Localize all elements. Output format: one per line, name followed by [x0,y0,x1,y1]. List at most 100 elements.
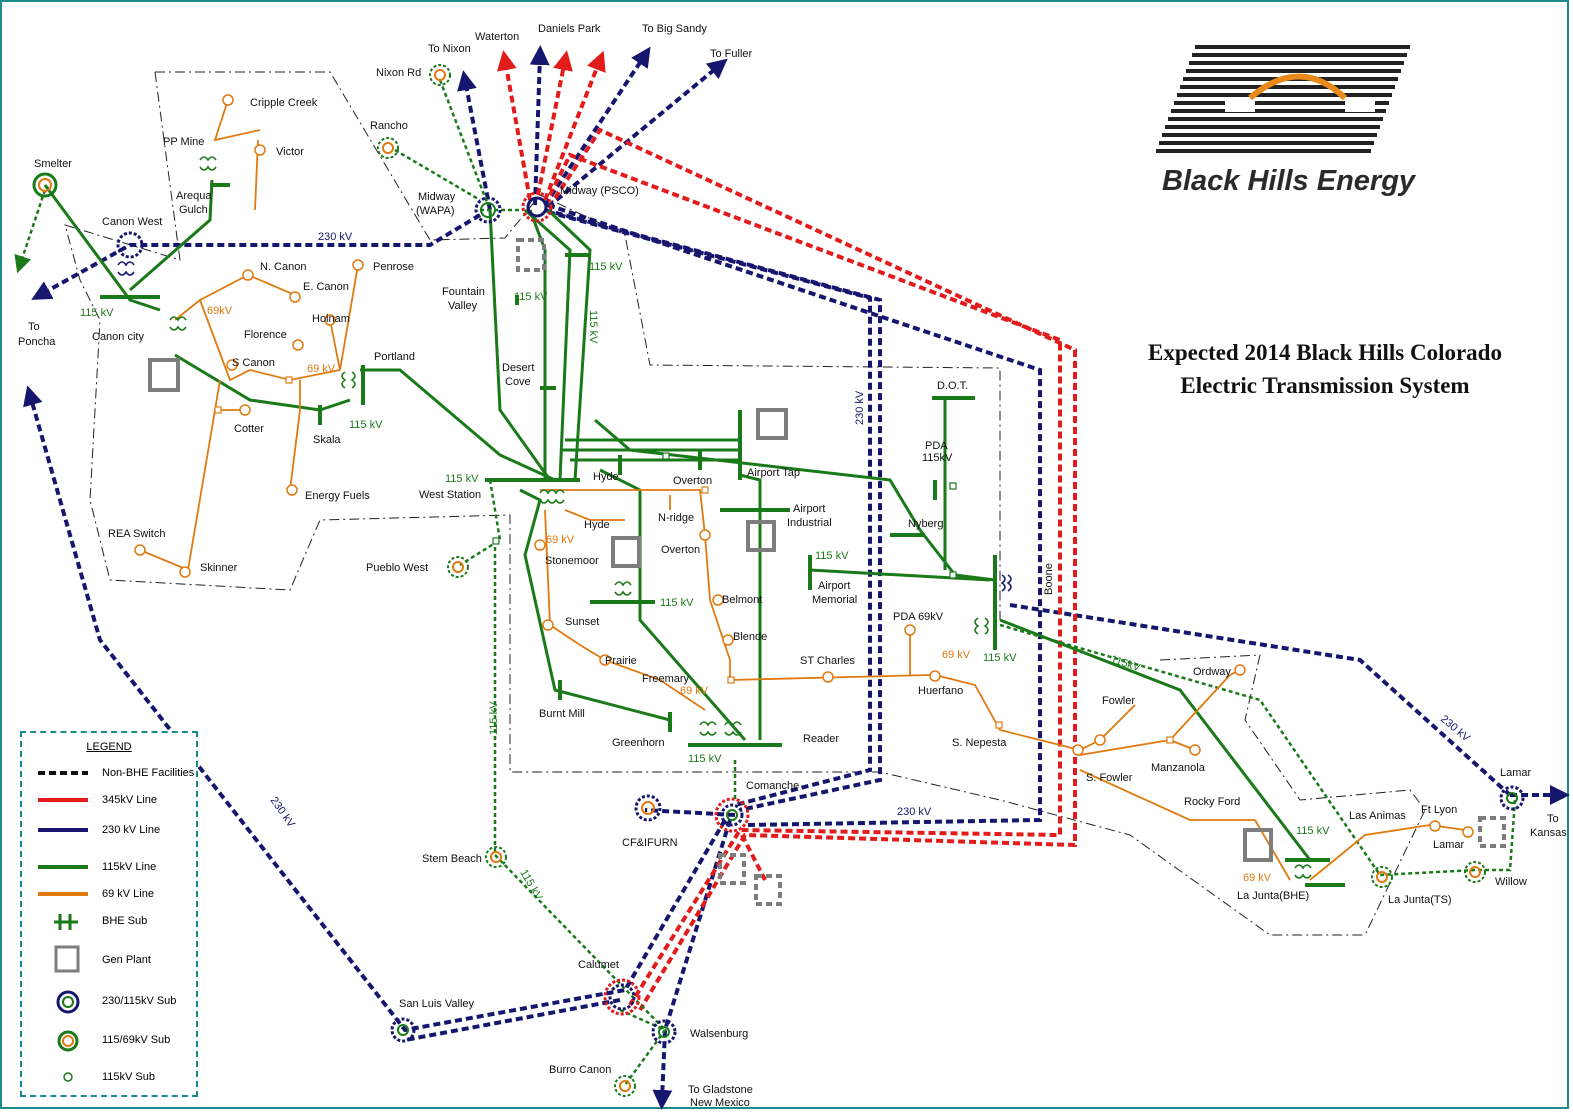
label-fountain-valley-2: Valley [448,300,478,312]
tag-115kv-vertical: 115 kV [587,310,599,344]
label-hyde-2: Hyde [584,519,610,531]
substation-labels: To Nixon Waterton Daniels Park To Big Sa… [18,23,1567,1109]
gen-plants [148,238,1506,906]
label-n-canon: N. Canon [260,261,306,273]
label-cf-ifurn: CF&IFURN [622,837,678,849]
gen-plant-airport-ind [746,520,776,552]
tag-115kv-ordway: 115kV [1109,653,1142,674]
tag-69kv-portland: 69 kV [307,363,336,375]
label-pueblo-west: Pueblo West [366,562,428,574]
label-airport-memorial-2: Memorial [812,594,857,606]
label-st-charles: ST Charles [800,655,855,667]
label-freemary: Freemary [642,673,690,685]
label-airport-industrial-2: Industrial [787,517,832,529]
legend-bhe-sub: BHE Sub [32,911,197,933]
label-to-gladstone: To Gladstone [688,1084,753,1096]
transformer-symbols [117,156,1312,879]
label-walsenburg: Walsenburg [690,1028,748,1040]
legend: LEGEND Non-BHE Facilities 345kV Line 230… [20,731,198,1097]
legend-gen-plant: Gen Plant [32,945,197,975]
label-pda-2: 115kV [922,452,953,464]
label-florence: Florence [244,329,287,341]
label-to-kansas-2: Kansas [1530,827,1567,839]
map-title: Expected 2014 Black Hills Colorado Elect… [1148,340,1502,398]
legend-label-non-bhe: Non-BHE Facilities [102,767,195,779]
legend-label-115-69-sub: 115/69kV Sub [102,1034,171,1046]
gen-plant-rocky-ford [1243,828,1273,862]
label-smelter: Smelter [34,158,72,170]
label-overton: Overton [673,475,712,487]
label-nyberg: Nyberg [908,518,943,530]
tag-230kv-comanche: 230 kV [897,806,932,818]
label-canon-west: Canon West [102,216,162,228]
label-to-fuller: To Fuller [710,48,753,60]
label-pda: PDA [925,440,948,452]
label-cotter: Cotter [234,423,264,435]
lines-115kv-non-bhe [14,79,1517,1086]
label-s-fowler: S. Fowler [1086,772,1133,784]
label-waterton: Waterton [475,31,519,43]
label-skala: Skala [313,434,341,446]
bhe-substations [100,183,1345,887]
label-stonemoor: Stonemoor [545,555,599,567]
gen-plant-lamar [1478,816,1506,848]
lines-345kv [496,50,1077,1012]
label-overton-2: Overton [661,544,700,556]
tag-230kv-lamar: 230 kV [1438,713,1472,745]
label-s-canon: S Canon [232,357,275,369]
label-boone: Boone [1043,563,1055,595]
tag-69kv-stonemoor: 69 kV [546,534,575,546]
label-midway-wapa-2: (WAPA) [416,205,455,217]
tag-230kv-vertical: 230 kV [854,390,866,425]
legend-69kv: 69 kV Line [32,884,197,906]
label-manzanola: Manzanola [1151,762,1206,774]
label-portland: Portland [374,351,415,363]
label-n-ridge: N-ridge [658,512,694,524]
brand-text: Black Hills Energy [1162,165,1417,197]
tag-69kv-florence: 69kV [207,305,233,317]
label-desert-cove: Desert [502,362,534,374]
label-huerfano: Huerfano [918,685,963,697]
tag-69kv-la-junta: 69 kV [1243,872,1272,884]
label-fowler: Fowler [1102,695,1135,707]
label-la-junta-bhe: La Junta(BHE) [1237,890,1309,902]
legend-345kv: 345kV Line [32,790,197,812]
label-sunset: Sunset [565,616,599,628]
label-arequa: Arequa [176,190,212,202]
legend-non-bhe: Non-BHE Facilities [32,763,197,785]
legend-title: LEGEND [86,741,132,753]
lines-230kv [23,45,1570,1110]
label-pp-mine: PP Mine [163,136,204,148]
legend-230-115-sub: 230/115kV Sub [32,989,197,1015]
tag-69kv-freemary: 69 kV [680,685,709,697]
tag-115kv-boone: 115 kV [983,652,1017,664]
label-stem-beach: Stem Beach [422,853,482,865]
label-prairie: Prairie [605,655,637,667]
legend-label-115-sub: 115kV Sub [102,1071,156,1083]
tag-115kv-fountain: 115 kV [514,291,548,303]
label-comanche: Comanche [746,780,799,792]
label-s-nepesta: S. Nepesta [952,737,1007,749]
label-victor: Victor [276,146,304,158]
label-pda-69: PDA 69kV [893,611,944,623]
label-canon-city: Canon city [92,331,144,343]
gen-plant-airport [756,408,788,440]
tag-115kv-greenhorn: 115 kV [688,753,722,765]
legend-115-sub: 115kV Sub [32,1067,197,1089]
label-las-animas: Las Animas [1349,810,1406,822]
label-la-junta-ts: La Junta(TS) [1388,894,1452,906]
label-blende: Blende [733,631,767,643]
title-line-2: Electric Transmission System [1180,373,1469,398]
label-rancho: Rancho [370,120,408,132]
legend-115-69-sub: 115/69kV Sub [32,1029,197,1053]
label-belmont: Belmont [722,594,762,606]
tag-69kv-pda: 69 kV [942,649,971,661]
bh-logo-icon [1156,45,1410,153]
label-airport-industrial: Airport [793,503,825,515]
label-e-canon: E. Canon [303,281,349,293]
label-arequa-2: Gulch [179,204,208,216]
label-ft-lyon: Ft Lyon [1421,804,1457,816]
label-burro-canon: Burro Canon [549,1064,611,1076]
label-burnt-mill: Burnt Mill [539,708,585,720]
